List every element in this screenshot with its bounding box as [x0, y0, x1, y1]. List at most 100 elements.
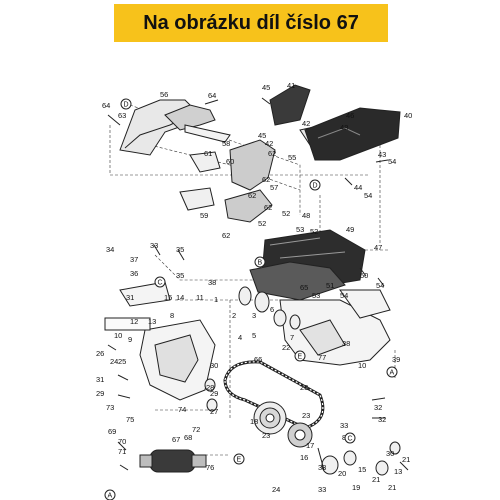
svg-text:21: 21 — [372, 475, 380, 484]
title-banner: Na obrázku díl číslo 67 — [114, 4, 388, 42]
main-frame — [279, 289, 391, 366]
svg-text:17: 17 — [306, 441, 314, 450]
reference-markers: D D B C E A C E A — [104, 98, 398, 500]
svg-text:32: 32 — [374, 403, 382, 412]
svg-text:6: 6 — [270, 305, 274, 314]
svg-text:24: 24 — [272, 485, 280, 494]
svg-text:54: 54 — [388, 157, 396, 166]
svg-text:48: 48 — [340, 123, 348, 132]
svg-text:C: C — [348, 436, 353, 443]
svg-text:A: A — [108, 493, 113, 500]
svg-text:43: 43 — [378, 150, 386, 159]
svg-text:13: 13 — [148, 317, 156, 326]
svg-text:23: 23 — [262, 431, 270, 440]
svg-text:68: 68 — [184, 433, 192, 442]
rear-shock — [139, 449, 207, 473]
svg-text:62: 62 — [262, 175, 270, 184]
svg-text:23: 23 — [300, 383, 308, 392]
svg-text:3: 3 — [252, 311, 256, 320]
svg-text:71: 71 — [118, 447, 126, 456]
svg-text:29: 29 — [96, 389, 104, 398]
svg-text:57: 57 — [270, 183, 278, 192]
svg-text:75: 75 — [126, 415, 134, 424]
svg-text:54: 54 — [340, 291, 348, 300]
svg-text:8: 8 — [170, 311, 174, 320]
svg-text:7: 7 — [290, 333, 294, 342]
svg-text:14: 14 — [176, 293, 184, 302]
svg-text:49: 49 — [346, 225, 354, 234]
svg-text:10: 10 — [114, 331, 122, 340]
svg-text:9: 9 — [128, 335, 132, 344]
svg-text:33: 33 — [150, 241, 158, 250]
svg-text:67: 67 — [172, 435, 180, 444]
svg-text:B: B — [258, 260, 263, 267]
svg-text:70: 70 — [118, 437, 126, 446]
svg-text:62: 62 — [222, 231, 230, 240]
svg-text:30: 30 — [210, 361, 218, 370]
svg-text:15: 15 — [358, 465, 366, 474]
svg-text:22: 22 — [282, 343, 290, 352]
svg-text:1: 1 — [214, 295, 218, 304]
svg-text:31: 31 — [96, 375, 104, 384]
svg-text:21: 21 — [402, 455, 410, 464]
svg-text:56: 56 — [160, 90, 168, 99]
banner-title: Na obrázku díl číslo 67 — [143, 11, 359, 34]
svg-text:58: 58 — [222, 139, 230, 148]
svg-text:52: 52 — [310, 227, 318, 236]
svg-text:47: 47 — [374, 243, 382, 252]
svg-text:A: A — [390, 370, 395, 377]
svg-text:39: 39 — [392, 355, 400, 364]
svg-text:13: 13 — [394, 467, 402, 476]
seat-parts — [269, 84, 401, 161]
svg-text:52: 52 — [258, 219, 266, 228]
svg-text:25: 25 — [118, 357, 126, 366]
svg-text:40: 40 — [404, 111, 412, 120]
svg-text:72: 72 — [192, 425, 200, 434]
svg-text:4: 4 — [238, 333, 242, 342]
svg-text:30: 30 — [386, 449, 394, 458]
svg-text:35: 35 — [176, 271, 184, 280]
svg-text:20: 20 — [338, 469, 346, 478]
svg-text:33: 33 — [318, 463, 326, 472]
svg-text:27: 27 — [210, 407, 218, 416]
svg-text:D: D — [124, 102, 129, 109]
svg-text:E: E — [237, 457, 242, 464]
svg-text:29: 29 — [210, 389, 218, 398]
swingarm — [104, 281, 216, 401]
svg-text:42: 42 — [302, 119, 310, 128]
svg-text:10: 10 — [358, 361, 366, 370]
svg-text:35: 35 — [176, 245, 184, 254]
svg-text:41: 41 — [287, 81, 295, 90]
svg-text:65: 65 — [300, 283, 308, 292]
svg-text:55: 55 — [288, 153, 296, 162]
svg-text:16: 16 — [300, 453, 308, 462]
svg-text:77: 77 — [318, 353, 326, 362]
svg-text:33: 33 — [340, 421, 348, 430]
svg-text:31: 31 — [126, 293, 134, 302]
svg-text:60: 60 — [226, 157, 234, 166]
svg-text:37: 37 — [130, 255, 138, 264]
rear-fender — [249, 229, 366, 301]
svg-text:52: 52 — [282, 209, 290, 218]
svg-text:26: 26 — [96, 349, 104, 358]
svg-text:19: 19 — [352, 483, 360, 492]
svg-text:2: 2 — [232, 311, 236, 320]
svg-text:28: 28 — [206, 383, 214, 392]
svg-text:38: 38 — [342, 339, 350, 348]
bearings — [204, 286, 401, 476]
svg-text:54: 54 — [364, 191, 372, 200]
svg-text:44: 44 — [354, 183, 362, 192]
svg-text:73: 73 — [106, 403, 114, 412]
pulley — [253, 401, 313, 448]
svg-text:34: 34 — [106, 245, 114, 254]
svg-text:48: 48 — [302, 211, 310, 220]
bolts — [107, 97, 409, 471]
svg-text:23: 23 — [302, 411, 310, 420]
svg-text:66: 66 — [254, 355, 262, 364]
svg-text:38: 38 — [208, 278, 216, 287]
svg-text:12: 12 — [130, 317, 138, 326]
svg-text:24: 24 — [110, 357, 118, 366]
svg-text:42: 42 — [265, 139, 273, 148]
